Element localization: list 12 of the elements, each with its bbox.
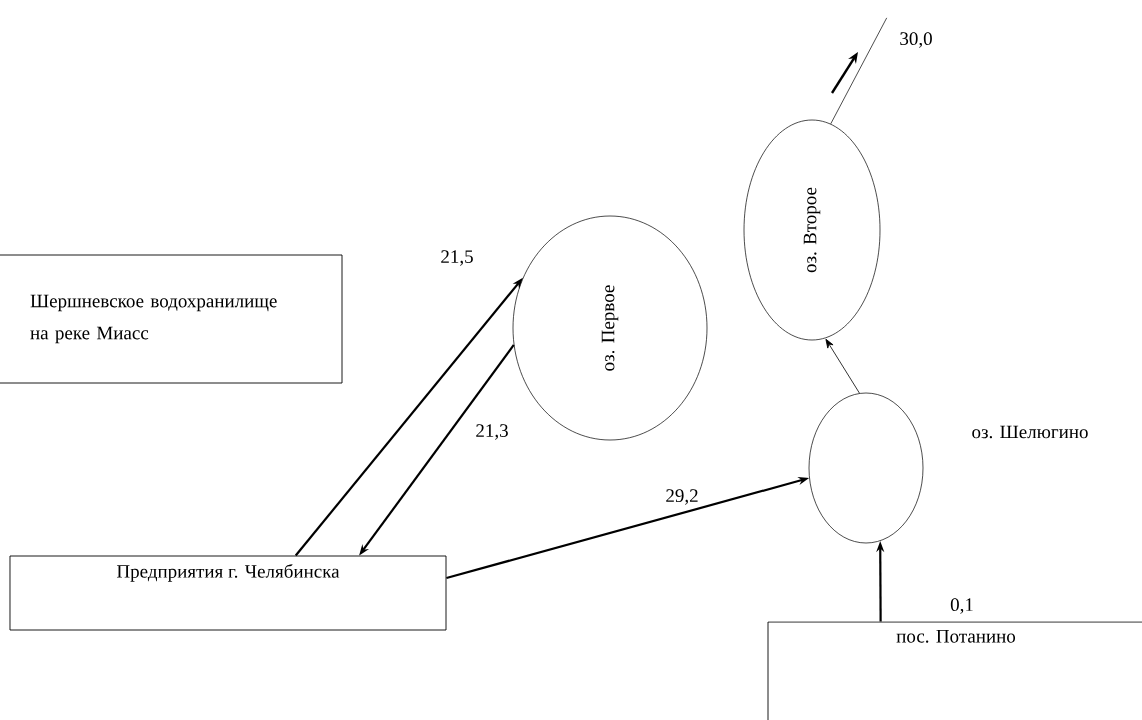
edge-label: 21,5 — [439, 249, 475, 267]
edge-label: 0,1 — [949, 597, 975, 615]
flow-line — [830, 17, 888, 125]
text-box: пос. Потанино — [767, 621, 1142, 720]
lake-name: оз. Шелюгино — [972, 425, 1088, 439]
arrow — [825, 338, 860, 394]
text-box: Шершневское водохранилище на реке Миасс — [0, 254, 343, 384]
edge-label: 21,3 — [474, 423, 510, 441]
lake-circle — [808, 392, 924, 544]
text-box: Предприятия г. Челябинска — [9, 555, 447, 631]
edge-label: 30,0 — [898, 31, 934, 49]
edge-label: 29,2 — [664, 488, 700, 506]
